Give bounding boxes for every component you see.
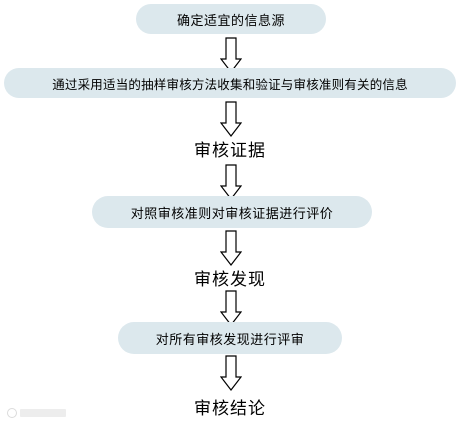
step-review-findings: 对所有审核发现进行评审: [118, 322, 342, 354]
step-label: 审核结论: [194, 398, 266, 419]
step-identify-sources: 确定适宜的信息源: [136, 4, 326, 34]
down-arrow-icon: [220, 101, 242, 137]
step-audit-evidence: 审核证据: [180, 135, 280, 161]
step-label: 确定适宜的信息源: [176, 13, 285, 29]
step-label: 审核发现: [194, 269, 266, 290]
down-arrow-icon: [220, 355, 242, 391]
step-audit-findings: 审核发现: [180, 264, 280, 290]
watermark-logo-icon: [7, 408, 66, 418]
step-audit-conclusion: 审核结论: [180, 393, 280, 419]
down-arrow-icon: [220, 290, 242, 326]
step-label: 审核证据: [194, 140, 266, 161]
down-arrow-icon: [220, 164, 242, 200]
step-label: 对所有审核发现进行评审: [155, 332, 305, 348]
step-label: 通过采用适当的抽样审核方法收集和验证与审核准则有关的信息: [52, 76, 408, 92]
step-label: 对照审核准则对审核证据进行评价: [130, 206, 334, 222]
step-collect-and-verify: 通过采用适当的抽样审核方法收集和验证与审核准则有关的信息: [4, 68, 456, 98]
down-arrow-icon: [220, 37, 242, 73]
step-evaluate-evidence: 对照审核准则对审核证据进行评价: [92, 196, 372, 228]
down-arrow-icon: [220, 230, 242, 266]
